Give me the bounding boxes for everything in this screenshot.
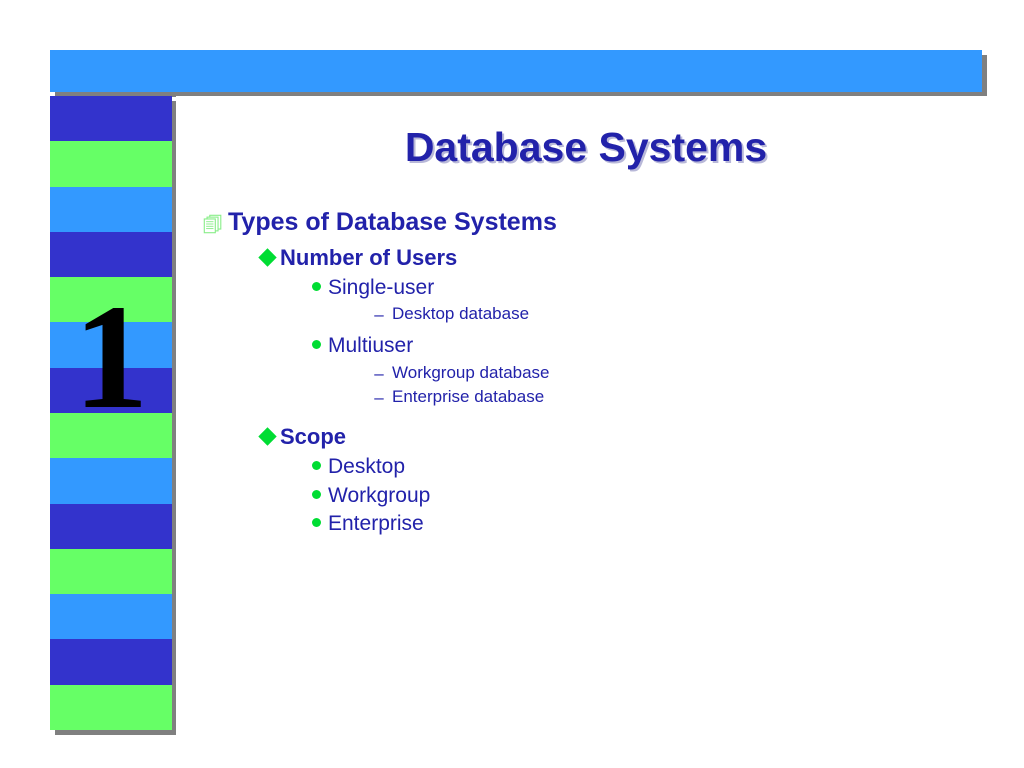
list-item-label: Desktop database xyxy=(392,304,530,324)
dot-shape xyxy=(311,282,321,292)
dash-glyph: – xyxy=(374,363,384,383)
list-item: –Enterprise database xyxy=(366,386,994,409)
dash-bullet-icon: – xyxy=(366,386,392,409)
list-spacer xyxy=(194,410,994,424)
list-item-label: Types of Database Systems xyxy=(228,208,557,236)
page-title: Database Systems xyxy=(404,124,768,170)
dot-shape xyxy=(311,489,321,499)
dot-bullet-icon xyxy=(304,483,328,499)
list-item: Multiuser xyxy=(304,333,994,359)
dot-shape xyxy=(311,517,321,527)
sidebar-stripe xyxy=(50,96,172,142)
sidebar-stripe xyxy=(50,548,172,595)
diamond-bullet-icon xyxy=(254,245,280,267)
dot-shape xyxy=(311,461,321,471)
dot-shape xyxy=(311,340,321,350)
dot-bullet-icon xyxy=(304,275,328,292)
list-item: Desktop xyxy=(304,454,994,480)
list-item: Enterprise xyxy=(304,511,994,537)
list-item-label: Single-user xyxy=(328,276,435,300)
sidebar-stripe xyxy=(50,367,172,413)
diamond-bullet-icon xyxy=(254,424,280,446)
diamond-shape xyxy=(257,248,277,267)
sidebar-stripe xyxy=(50,412,172,459)
list-item: Number of Users xyxy=(254,245,994,271)
sidebar-stripe xyxy=(50,594,172,640)
list-item-label: Scope xyxy=(280,423,347,449)
list-item-label: Multiuser xyxy=(328,334,414,358)
sidebar-stripe xyxy=(50,684,172,730)
list-item-label: Workgroup xyxy=(328,483,431,507)
slide-decorative-sidebar xyxy=(50,96,172,730)
dot-bullet-icon xyxy=(304,333,328,350)
list-item: Scope xyxy=(254,424,994,450)
dot-bullet-icon xyxy=(304,454,328,471)
dash-bullet-icon: – xyxy=(366,362,392,385)
documents-stack-icon xyxy=(198,208,228,235)
sidebar-stripe xyxy=(50,503,172,549)
slide-top-banner xyxy=(50,50,982,92)
list-item-label: Enterprise xyxy=(328,511,424,535)
list-item: Workgroup xyxy=(304,483,994,509)
sidebar-stripe xyxy=(50,322,172,368)
slide-content-area: Database Systems Types of Database Syste… xyxy=(176,96,1024,768)
diamond-shape xyxy=(257,427,277,446)
sidebar-stripe xyxy=(50,639,172,685)
list-item: –Workgroup database xyxy=(366,362,994,385)
sidebar-stripe xyxy=(50,277,172,323)
sidebar-stripe xyxy=(50,186,172,232)
list-item: Single-user xyxy=(304,275,994,301)
list-item: –Desktop database xyxy=(366,303,994,326)
list-item-label: Number of Users xyxy=(280,244,458,270)
list-item-label: Desktop xyxy=(328,455,406,479)
sidebar-stripe xyxy=(50,458,172,504)
dash-glyph: – xyxy=(374,387,384,407)
dot-bullet-icon xyxy=(304,511,328,527)
list-item-label: Workgroup database xyxy=(392,362,550,382)
sidebar-stripe xyxy=(50,141,172,187)
list-item: Types of Database Systems xyxy=(198,208,994,237)
dash-glyph: – xyxy=(374,305,384,325)
dash-bullet-icon: – xyxy=(366,303,392,326)
list-item-label: Enterprise database xyxy=(392,386,545,406)
sidebar-stripe xyxy=(50,231,172,278)
